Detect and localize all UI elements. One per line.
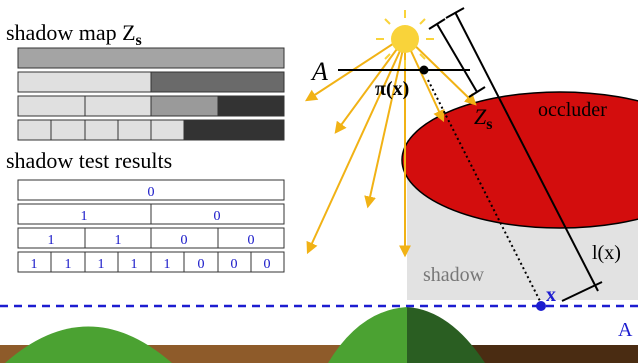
zs-label: Zs	[474, 104, 492, 133]
result-r4-c2: 1	[65, 257, 72, 272]
plane-a-label: A	[310, 57, 328, 86]
ray-6	[404, 37, 445, 123]
result-r4-c1: 1	[31, 257, 38, 272]
projection-label: π(x)	[375, 78, 409, 100]
result-r2-c1: 1	[81, 209, 88, 224]
occluder-ellipse	[401, 91, 638, 229]
depth-cell	[17, 47, 285, 69]
shadow-map-grid	[17, 47, 285, 141]
result-r4-c7: 0	[231, 257, 238, 272]
result-r4-c3: 1	[98, 257, 105, 272]
shadow-map-title: shadow map Zs	[6, 20, 142, 49]
ray-1	[304, 35, 406, 102]
depth-cell	[217, 95, 285, 117]
shadow-test-grid	[17, 179, 285, 273]
plane-a-bottom-label: A	[618, 319, 633, 341]
result-r4-c5: 1	[164, 257, 171, 272]
shadow-test-values: 0 1 0 1 1 0 0 1 1 1 1 1 0 0 0	[31, 185, 271, 272]
depth-cell	[217, 119, 252, 141]
sun-icon	[376, 10, 434, 68]
ray-4	[364, 39, 406, 209]
ray-3	[306, 39, 406, 255]
depth-cell	[250, 119, 285, 141]
point-x-label: x	[546, 284, 556, 306]
shadow-label: shadow	[423, 264, 485, 286]
depth-cell	[84, 119, 119, 141]
lx-distance-measure	[445, 7, 603, 302]
depth-cell	[17, 119, 52, 141]
hill-middle-shadowed	[407, 307, 485, 363]
depth-cell	[150, 119, 185, 141]
depth-cell	[17, 71, 152, 93]
result-r4-c4: 1	[131, 257, 138, 272]
result-r2-c2: 0	[214, 209, 221, 224]
result-r3-c3: 0	[181, 233, 188, 248]
hill-left	[5, 326, 172, 363]
result-r3-c2: 1	[115, 233, 122, 248]
shadow-test-title: shadow test results	[6, 148, 172, 173]
zs-depth-measure	[428, 18, 486, 98]
terrain	[0, 307, 638, 363]
result-r1-c1: 0	[148, 185, 155, 200]
projection-dotted-line	[427, 79, 542, 304]
result-r3-c4: 0	[248, 233, 255, 248]
result-r4-c6: 0	[198, 257, 205, 272]
hill-middle-lit	[328, 307, 407, 363]
depth-cell	[183, 119, 219, 141]
shadow-map-subscript: s	[136, 32, 142, 49]
depth-cell	[84, 95, 152, 117]
point-x	[536, 301, 546, 311]
depth-cell	[50, 119, 86, 141]
light-rays	[304, 35, 477, 258]
occluder-label: occluder	[538, 99, 607, 121]
depth-cell	[150, 71, 285, 93]
result-r3-c1: 1	[48, 233, 55, 248]
depth-cell	[117, 119, 152, 141]
depth-cell	[150, 95, 219, 117]
lx-label: l(x)	[592, 242, 621, 264]
projection-point	[419, 65, 429, 75]
result-r4-c8: 0	[264, 257, 271, 272]
ray-2	[334, 37, 406, 134]
depth-cell	[17, 95, 86, 117]
